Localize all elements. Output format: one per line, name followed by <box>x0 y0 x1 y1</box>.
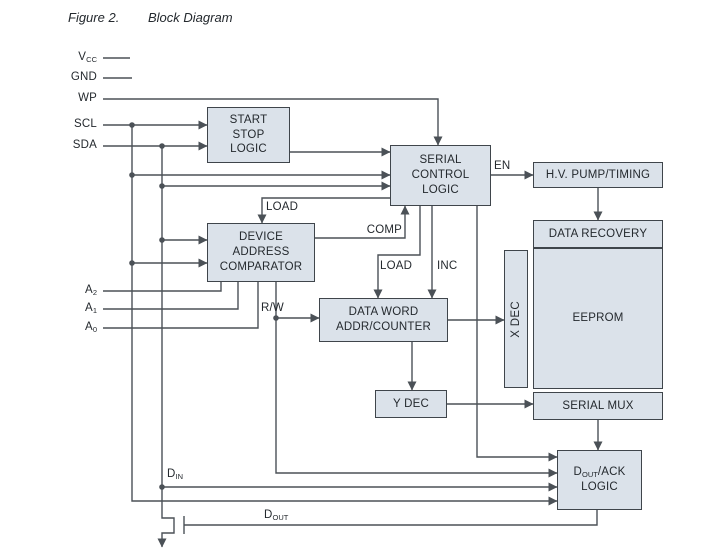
block-y-decoder: Y DEC <box>375 390 447 418</box>
pin-label-a1: A1 <box>84 302 97 315</box>
wire-a1 <box>103 282 239 310</box>
block-serial-mux: SERIAL MUX <box>533 392 663 420</box>
output-transistor-icon <box>183 510 598 534</box>
wire-label-load-dataword: LOAD <box>380 260 413 272</box>
pin-label-a0: A0 <box>84 321 97 334</box>
pin-label-vcc: VCC <box>78 51 97 64</box>
junction-dots <box>129 122 279 490</box>
wire-label-load-comparator: LOAD <box>266 201 299 213</box>
block-device-address-comparator-label: DEVICE ADDRESS COMPARATOR <box>219 231 303 273</box>
pin-label-wp: WP <box>78 92 97 104</box>
wire-label-rw: R/W <box>261 302 284 314</box>
block-hv-pump-timing: H.V. PUMP/TIMING <box>533 162 663 188</box>
wire-label-comp: COMP <box>366 224 402 236</box>
block-y-decoder-label: Y DEC <box>393 397 429 410</box>
block-start-stop-logic-label: START STOP LOGIC <box>229 113 268 156</box>
block-x-decoder-label: X DEC <box>509 300 522 338</box>
block-eeprom-label: EEPROM <box>572 312 624 325</box>
block-serial-control-logic: SERIAL CONTROL LOGIC <box>390 145 491 206</box>
pin-label-a2: A2 <box>84 284 97 297</box>
block-data-recovery-label: DATA RECOVERY <box>548 227 648 240</box>
wire-load-to-dataword <box>373 206 421 299</box>
block-x-decoder: X DEC <box>504 250 528 388</box>
wire-sda-to-transistor <box>157 146 175 548</box>
wire-a-pins <box>103 282 259 329</box>
wire-label-en: EN <box>494 160 511 172</box>
pin-stubs <box>103 57 132 79</box>
wire-a2 <box>103 282 222 292</box>
block-start-stop-logic: START STOP LOGIC <box>207 107 290 163</box>
block-eeprom: EEPROM <box>533 248 663 389</box>
block-serial-mux-label: SERIAL MUX <box>562 399 634 412</box>
wire-dout <box>184 510 598 526</box>
block-data-recovery: DATA RECOVERY <box>533 220 663 248</box>
pin-label-sda: SDA <box>72 139 97 151</box>
pin-label-gnd: GND <box>70 71 97 83</box>
block-data-word-addr-counter: DATA WORD ADDR/COUNTER <box>319 298 448 342</box>
block-hv-pump-timing-label: H.V. PUMP/TIMING <box>545 168 651 181</box>
block-device-address-comparator: DEVICE ADDRESS COMPARATOR <box>207 223 315 282</box>
pin-label-scl: SCL <box>74 118 97 130</box>
figure-number: Figure 2. <box>68 10 120 25</box>
wire-a0 <box>103 282 259 329</box>
wire-label-din: DIN <box>167 468 184 481</box>
block-data-word-addr-counter-label: DATA WORD ADDR/COUNTER <box>335 306 432 333</box>
wire-label-inc: INC <box>437 260 458 272</box>
figure-title: Block Diagram <box>148 10 233 25</box>
block-serial-control-logic-label: SERIAL CONTROL LOGIC <box>411 154 470 196</box>
wire-label-dout: DOUT <box>264 509 289 522</box>
